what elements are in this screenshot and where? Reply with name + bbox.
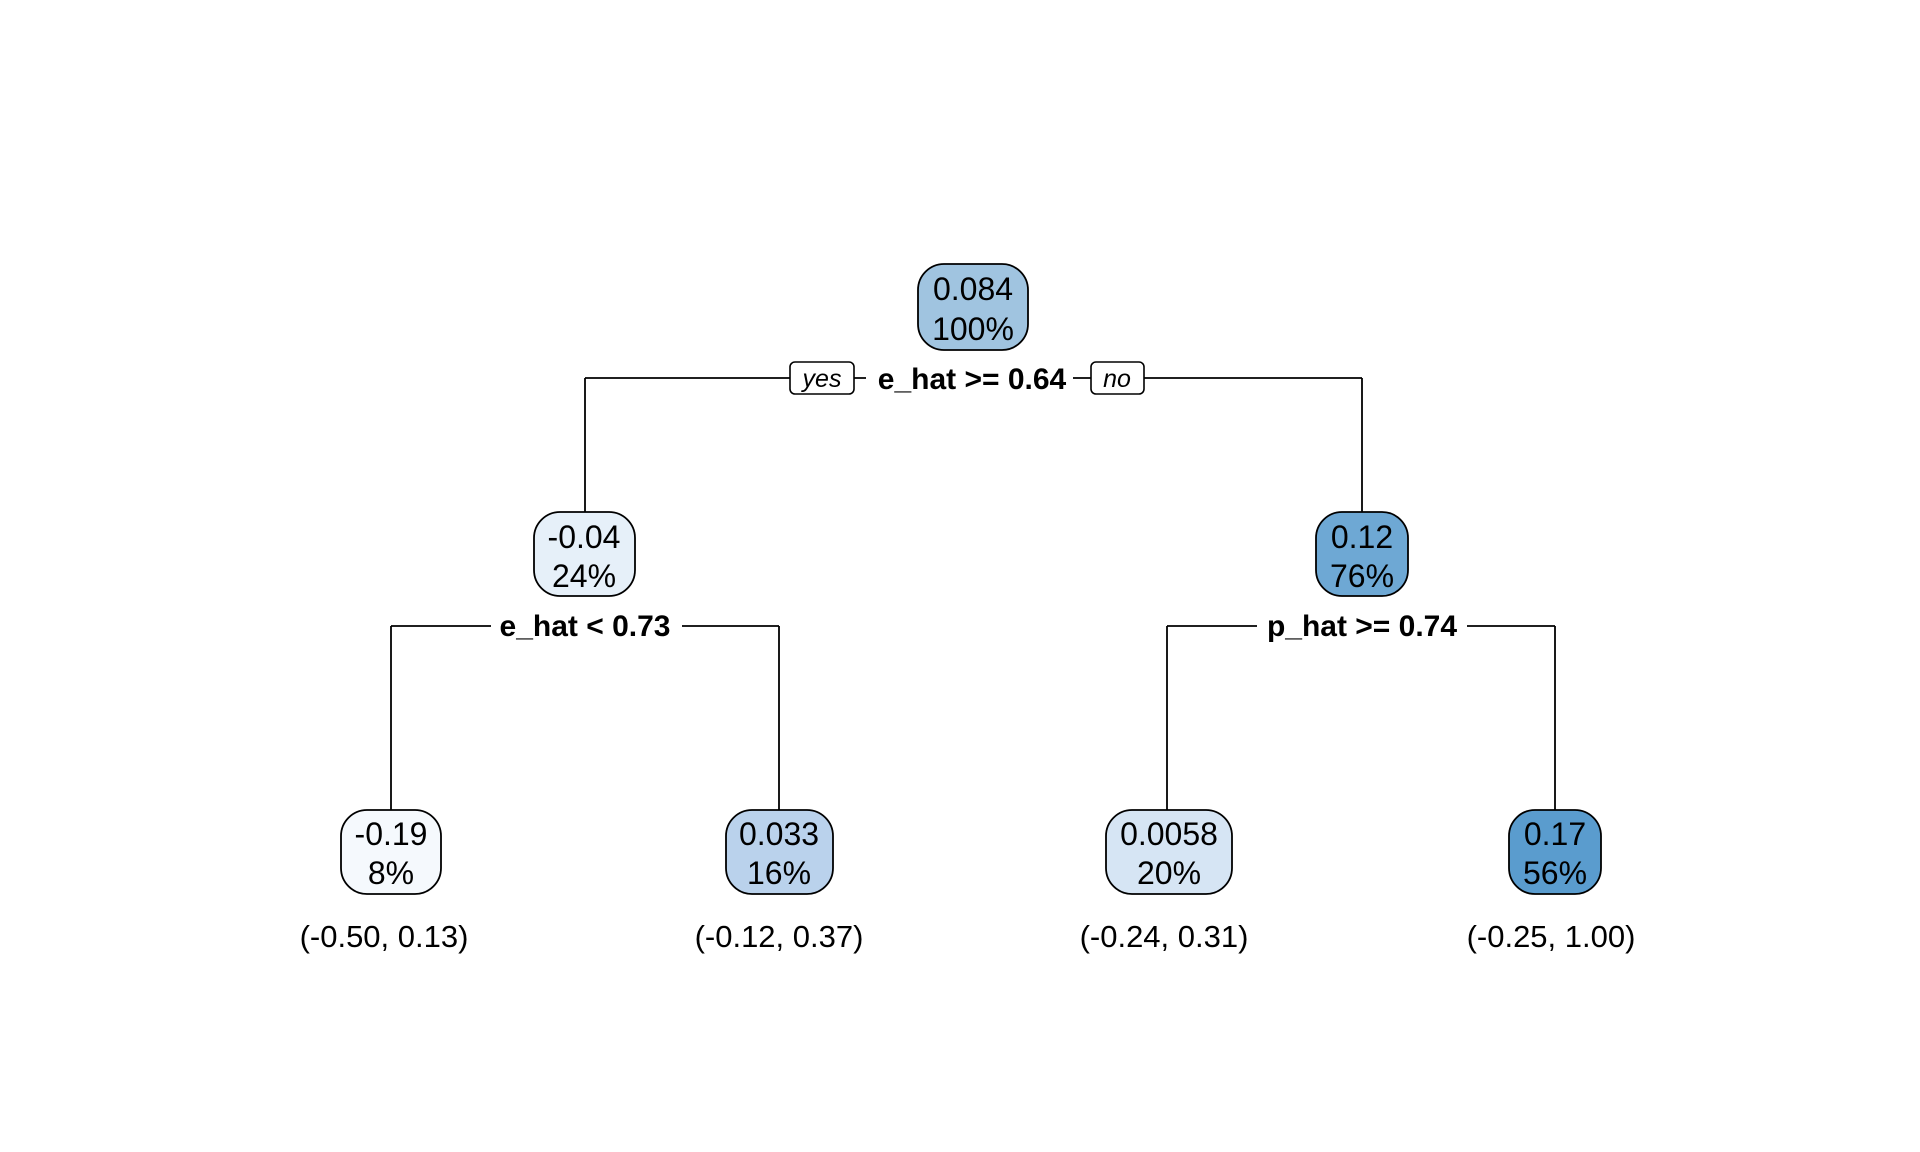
- left-node-value: -0.04: [548, 519, 621, 555]
- left-node-percent: 24%: [552, 558, 616, 594]
- no-label: no: [1103, 365, 1131, 393]
- leaf-2-value: 0.033: [739, 816, 819, 852]
- leaf-node-3: 0.0058 20% (-0.24, 0.31): [1080, 809, 1249, 954]
- root-node-percent: 100%: [932, 311, 1014, 347]
- no-label-box: [1090, 361, 1145, 395]
- leaf-node-2: 0.033 16% (-0.12, 0.37): [695, 809, 864, 954]
- leaf-4-value: 0.17: [1524, 816, 1586, 852]
- leaf-2-interval: (-0.12, 0.37): [695, 919, 864, 954]
- root-node-value: 0.084: [933, 271, 1013, 307]
- leaf-1-percent: 8%: [368, 855, 414, 891]
- right-node-percent: 76%: [1330, 558, 1394, 594]
- root-split-label: e_hat >= 0.64: [878, 363, 1067, 396]
- leaf-2-percent: 16%: [747, 855, 811, 891]
- leaf-node-1: -0.19 8% (-0.50, 0.13): [300, 809, 469, 954]
- leaf-1-interval: (-0.50, 0.13): [300, 919, 469, 954]
- leaf-4-box: [1508, 809, 1602, 895]
- leaf-1-box: [340, 809, 442, 895]
- leaf-3-percent: 20%: [1137, 855, 1201, 891]
- leaf-4-interval: (-0.25, 1.00): [1467, 919, 1636, 954]
- left-node-box: [533, 511, 636, 597]
- yes-label-box: [789, 361, 855, 395]
- leaf-2-box: [725, 809, 834, 895]
- right-node-box: [1315, 511, 1409, 597]
- leaf-3-interval: (-0.24, 0.31): [1080, 919, 1249, 954]
- root-node-box: [917, 263, 1029, 351]
- root-node: 0.084 100%: [917, 263, 1029, 351]
- yes-label: yes: [801, 365, 842, 393]
- leaf-1-value: -0.19: [355, 816, 428, 852]
- leaf-node-4: 0.17 56% (-0.25, 1.00): [1467, 809, 1636, 954]
- right-node-value: 0.12: [1331, 519, 1393, 555]
- leaf-4-percent: 56%: [1523, 855, 1587, 891]
- leaf-3-value: 0.0058: [1120, 816, 1218, 852]
- leaf-3-box: [1105, 809, 1233, 895]
- root-split: yes e_hat >= 0.64 no: [789, 361, 1145, 396]
- left-split-label: e_hat < 0.73: [500, 610, 671, 643]
- right-node: 0.12 76%: [1315, 511, 1409, 597]
- right-split-label: p_hat >= 0.74: [1267, 610, 1457, 643]
- left-node: -0.04 24%: [533, 511, 636, 597]
- tree-edges: [390, 377, 1556, 810]
